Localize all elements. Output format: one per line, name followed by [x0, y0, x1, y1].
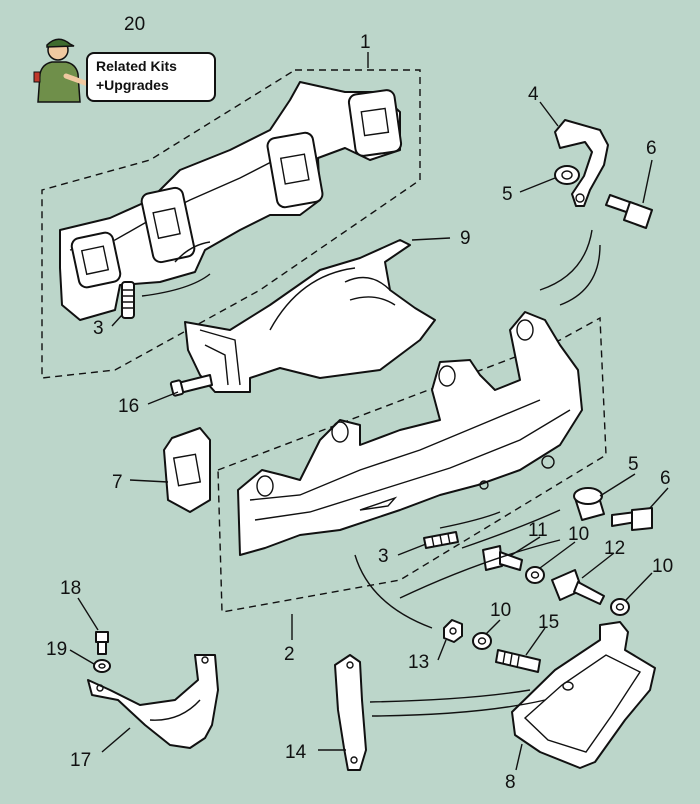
callout-8: 8 — [505, 772, 516, 793]
assembly-line-g — [399, 539, 561, 599]
leader-12 — [581, 552, 615, 579]
leader-9 — [411, 237, 451, 241]
callout-12: 12 — [604, 538, 625, 559]
leader-15 — [525, 627, 546, 656]
upper-manifold-part[interactable] — [59, 81, 403, 321]
callout-9: 9 — [460, 228, 471, 249]
related-kits-button[interactable]: Related Kits +Upgrades — [30, 32, 216, 104]
upgrades-label: +Upgrades — [96, 77, 169, 93]
callout-13: 13 — [408, 652, 429, 673]
callout-10a: 10 — [568, 524, 589, 545]
heat-shield-plate-8[interactable] — [511, 621, 656, 769]
callout-5a: 5 — [502, 184, 513, 205]
spacer-12[interactable] — [551, 569, 605, 605]
leader-5a — [519, 177, 556, 193]
callout-2: 2 — [284, 644, 295, 665]
leader-10c — [485, 619, 501, 635]
callout-7: 7 — [112, 472, 123, 493]
leader-17 — [101, 727, 131, 753]
callout-16: 16 — [118, 396, 139, 417]
callout-10c: 10 — [490, 600, 511, 621]
assembly-line-c — [559, 244, 601, 306]
shield-17[interactable] — [87, 654, 219, 749]
stud-15[interactable] — [495, 649, 541, 673]
assembly-line-d — [439, 511, 501, 529]
bolt-18[interactable] — [95, 631, 109, 655]
leader-6b — [649, 487, 669, 509]
heat-shield-part[interactable] — [184, 239, 436, 393]
bolt-11[interactable] — [482, 545, 523, 571]
washer-10-b[interactable] — [610, 598, 630, 616]
leader-5b — [599, 473, 636, 497]
leader-7 — [129, 479, 169, 483]
sleeve-5-lower[interactable] — [573, 487, 605, 521]
callout-18: 18 — [60, 578, 81, 599]
callout-19: 19 — [46, 639, 67, 660]
washer-10-c[interactable] — [472, 632, 492, 650]
strap-14[interactable] — [334, 654, 367, 771]
leader-4 — [539, 101, 559, 127]
assembly-line-h — [369, 689, 531, 703]
stud-3-upper[interactable] — [121, 281, 135, 319]
assembly-line-i — [371, 699, 546, 717]
assembly-line-a — [141, 273, 211, 297]
callout-10b: 10 — [652, 556, 673, 577]
washer-19[interactable] — [93, 659, 111, 673]
callout-4: 4 — [528, 84, 539, 105]
leader-13 — [437, 639, 447, 661]
nut-13[interactable] — [443, 619, 463, 643]
callout-3a: 3 — [93, 318, 104, 339]
callout-6a: 6 — [646, 138, 657, 159]
bolt-6-lower[interactable] — [611, 507, 653, 531]
related-kits-label: Related Kits — [96, 58, 177, 74]
callout-6b: 6 — [660, 468, 671, 489]
related-kits-box — [86, 52, 216, 102]
gasket-7[interactable] — [163, 427, 211, 513]
group-box-1 — [41, 69, 421, 379]
leader-10a — [539, 541, 576, 569]
leader-19 — [69, 649, 95, 665]
callout-14: 14 — [285, 742, 307, 763]
bolt-16[interactable] — [169, 374, 213, 397]
leader-10b — [625, 572, 653, 601]
leader-3a — [111, 314, 123, 327]
washer-5-upper[interactable] — [554, 165, 580, 185]
callout-3b: 3 — [378, 546, 389, 567]
bolt-6-upper[interactable] — [605, 194, 653, 229]
callout-15: 15 — [538, 612, 559, 633]
leader-8 — [515, 743, 523, 771]
assembly-line-b — [539, 229, 593, 291]
callout-1: 1 — [360, 32, 371, 53]
washer-10-a[interactable] — [525, 566, 545, 584]
leader-3b — [397, 543, 427, 556]
leader-16 — [147, 391, 179, 405]
leader-18 — [77, 597, 99, 631]
lower-manifold-part[interactable] — [237, 311, 583, 556]
bracket-4[interactable] — [554, 119, 609, 207]
callout-17: 17 — [70, 750, 91, 771]
stud-3-lower[interactable] — [423, 531, 459, 549]
assembly-line-f — [354, 554, 433, 629]
callout-20: 20 — [124, 14, 145, 35]
assembly-line-e — [461, 509, 561, 549]
callout-11: 11 — [528, 520, 548, 541]
group-box-2 — [217, 316, 607, 613]
leader-6a — [642, 159, 653, 204]
callout-5b: 5 — [628, 454, 639, 475]
